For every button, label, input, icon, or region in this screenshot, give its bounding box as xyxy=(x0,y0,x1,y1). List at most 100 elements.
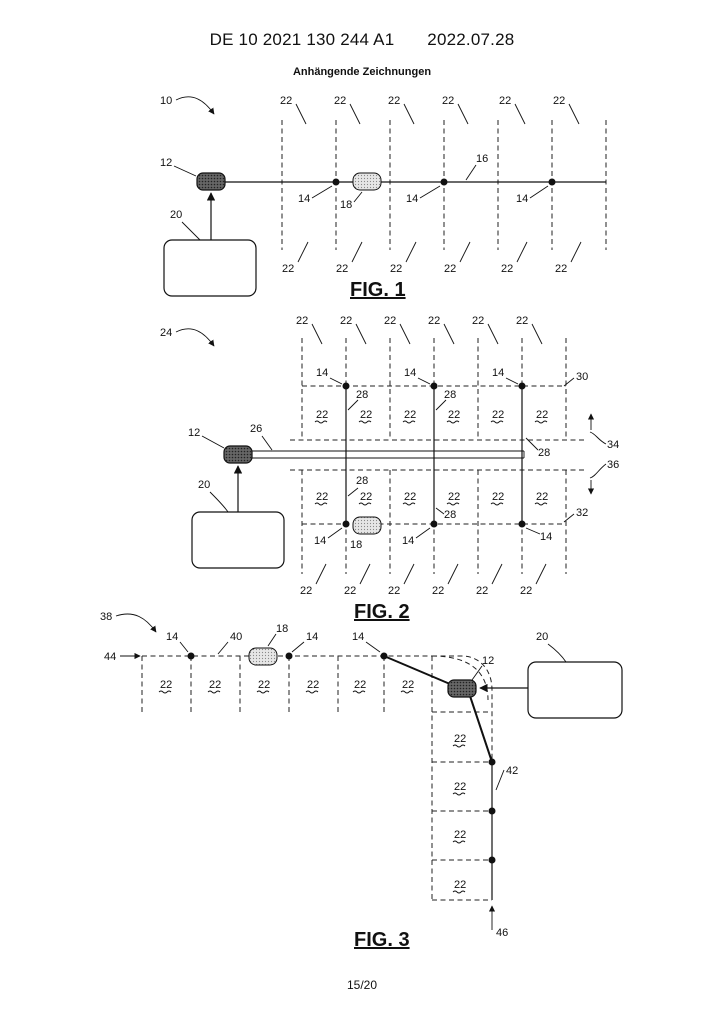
ref-label: 44 xyxy=(104,651,116,663)
node-dot xyxy=(489,759,496,766)
ref-label: 42 xyxy=(506,765,518,777)
ref-label: 22 xyxy=(432,585,444,597)
node-dot xyxy=(549,179,556,186)
zone-labels-top: 22 22 22 22 22 22 xyxy=(280,95,579,124)
ref-label: 22 xyxy=(300,585,312,597)
ref-label: 14 xyxy=(166,631,178,643)
ref-label: 22 xyxy=(454,781,466,793)
ref-label: 22 xyxy=(209,679,221,691)
node-dot xyxy=(519,521,526,528)
ref-label: 22 xyxy=(316,491,328,503)
ref-label: 28 xyxy=(444,509,456,521)
ref-label: 28 xyxy=(356,389,368,401)
computer-box xyxy=(192,512,284,568)
computer-box xyxy=(164,240,256,296)
ref-label: 14 xyxy=(516,193,528,205)
ref-label: 14 xyxy=(492,367,504,379)
ref-label: 22 xyxy=(499,95,511,107)
ref-label: 14 xyxy=(406,193,418,205)
figure-caption: FIG. 1 xyxy=(350,279,406,301)
ref-label: 22 xyxy=(553,95,565,107)
figure-caption: FIG. 2 xyxy=(354,601,410,623)
ref-label: 22 xyxy=(160,679,172,691)
ref-label: 22 xyxy=(384,315,396,327)
ref-label: 22 xyxy=(307,679,319,691)
ref-label: 12 xyxy=(482,655,494,667)
ref-label: 22 xyxy=(280,95,292,107)
ref-label: 22 xyxy=(501,263,513,275)
node-dot xyxy=(489,808,496,815)
ref-label: 22 xyxy=(448,409,460,421)
figure-2: 24 22 22 22 22 22 22 xyxy=(160,315,619,623)
computer-box xyxy=(528,662,622,718)
ref-label: 22 xyxy=(404,491,416,503)
device-icon xyxy=(249,648,277,665)
ref-label: 22 xyxy=(448,491,460,503)
ref-label: 14 xyxy=(540,531,552,543)
ref-label: 14 xyxy=(314,535,326,547)
ref-label: 14 xyxy=(316,367,328,379)
ref-label: 14 xyxy=(298,193,310,205)
ref-label: 22 xyxy=(428,315,440,327)
ref-label: 22 xyxy=(476,585,488,597)
ref-label: 26 xyxy=(250,423,262,435)
ref-label: 22 xyxy=(336,263,348,275)
ref-label: 22 xyxy=(492,409,504,421)
ref-label: 22 xyxy=(258,679,270,691)
ref-label: 28 xyxy=(444,389,456,401)
node-dot xyxy=(431,521,438,528)
figure-1: 10 22 22 22 22 22 22 22 22 22 22 22 22 xyxy=(160,95,606,301)
ref-label: 22 xyxy=(360,409,372,421)
zone-labels-bottom: 22 22 22 22 22 22 xyxy=(282,242,581,275)
ref-label: 18 xyxy=(350,539,362,551)
ref-label: 22 xyxy=(390,263,402,275)
ref-label: 10 xyxy=(160,95,172,107)
ref-label: 22 xyxy=(442,95,454,107)
ref-label: 22 xyxy=(334,95,346,107)
ref-label: 22 xyxy=(404,409,416,421)
ref-label: 18 xyxy=(276,623,288,635)
ref-label: 22 xyxy=(555,263,567,275)
ref-label: 22 xyxy=(520,585,532,597)
zone-labels-bottom: 22 22 22 22 22 22 xyxy=(300,564,546,597)
figure-3: 38 22 22 22 22 22 22 22 22 22 22 xyxy=(100,611,622,951)
ref-label: 22 xyxy=(282,263,294,275)
ref-label: 22 xyxy=(536,491,548,503)
zone-labels-top: 22 22 22 22 22 22 xyxy=(296,315,542,344)
node-dot xyxy=(333,179,340,186)
ref-label: 14 xyxy=(306,631,318,643)
ref-label: 38 xyxy=(100,611,112,623)
node-dot xyxy=(381,653,388,660)
node-dot xyxy=(489,857,496,864)
ref-label: 22 xyxy=(388,585,400,597)
ref-label: 22 xyxy=(516,315,528,327)
ref-label: 22 xyxy=(472,315,484,327)
ref-label: 22 xyxy=(492,491,504,503)
node-dot xyxy=(188,653,195,660)
ref-label: 14 xyxy=(404,367,416,379)
ref-label: 20 xyxy=(536,631,548,643)
node-dot xyxy=(519,383,526,390)
ref-label: 22 xyxy=(344,585,356,597)
ref-label: 18 xyxy=(340,199,352,211)
ref-label: 16 xyxy=(476,153,488,165)
figure-caption: FIG. 3 xyxy=(354,929,410,951)
ref-label: 22 xyxy=(454,733,466,745)
ref-label: 36 xyxy=(607,459,619,471)
ref-label: 12 xyxy=(188,427,200,439)
node-dot xyxy=(343,383,350,390)
device-icon xyxy=(353,173,381,190)
ref-label: 46 xyxy=(496,927,508,939)
ref-label: 28 xyxy=(538,447,550,459)
ref-label: 30 xyxy=(576,371,588,383)
ref-label: 22 xyxy=(340,315,352,327)
zone-labels-inner: 22 22 22 22 22 22 22 22 22 22 xyxy=(159,679,466,893)
ref-label: 22 xyxy=(316,409,328,421)
node-dot xyxy=(441,179,448,186)
ref-label: 20 xyxy=(170,209,182,221)
controller-icon xyxy=(224,446,252,463)
ref-label: 22 xyxy=(454,879,466,891)
ref-label: 22 xyxy=(536,409,548,421)
ref-label: 32 xyxy=(576,507,588,519)
